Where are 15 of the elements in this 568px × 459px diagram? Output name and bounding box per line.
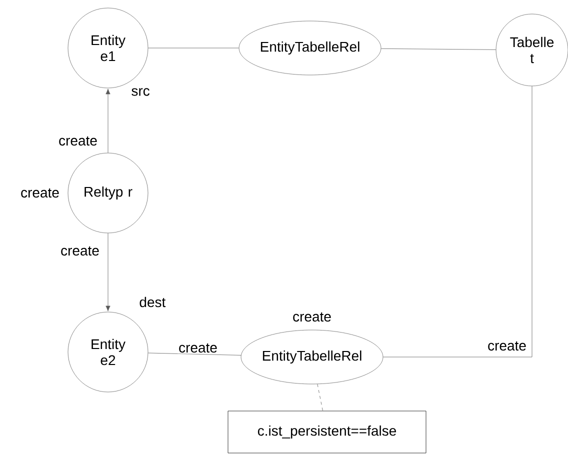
connector [106, 88, 110, 153]
connector [382, 86, 532, 358]
connector [106, 233, 110, 312]
edge-label: dest [138, 296, 167, 308]
connector [317, 384, 323, 411]
edge-label: src [130, 87, 151, 97]
role-label: create [61, 246, 99, 256]
connector [380, 48, 496, 50]
constraint-box: c.ist_persistent==false [228, 410, 426, 454]
beside-label: create [21, 188, 59, 198]
beside-label: create [293, 312, 331, 322]
edge-label: create [178, 342, 218, 354]
edge-label: create [486, 340, 528, 352]
connector [148, 352, 242, 356]
role-label: create [59, 136, 97, 146]
